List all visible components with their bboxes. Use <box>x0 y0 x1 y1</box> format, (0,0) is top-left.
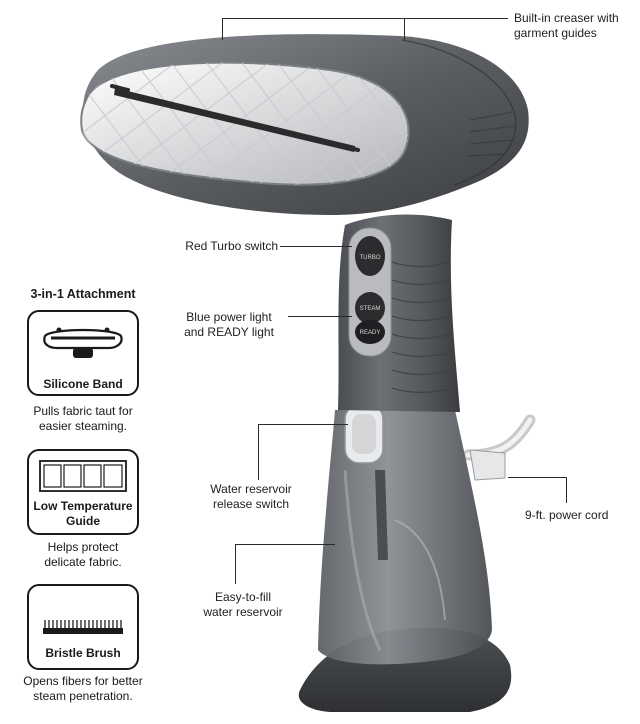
fill-reservoir-leader-v <box>235 544 236 584</box>
turbo-button-label: TURBO <box>360 255 381 261</box>
silicone-band-icon <box>43 327 123 358</box>
silicone-band-name-line1: Silicone Band <box>43 377 123 391</box>
creaser-leader-vertical <box>222 18 223 40</box>
bristle-brush-desc-line1: Opens fibers for better <box>23 674 143 688</box>
turbo-leader <box>280 246 352 247</box>
attachment-low-temperature-guide: Low Temperature Guide <box>27 449 139 535</box>
attachments-title: 3-in-1 Attachment <box>30 287 136 301</box>
callout-turbo: Red Turbo switch <box>172 239 278 254</box>
silicone-band-desc-line2: easier steaming. <box>38 419 128 433</box>
callout-power-light-line1: Blue power light <box>186 310 272 324</box>
low-temperature-guide-desc-line1: Helps protect <box>47 540 119 554</box>
callout-power-light-line2: and READY light <box>184 325 274 339</box>
steamer-head <box>80 34 529 215</box>
callout-creaser-line1: Built-in creaser with <box>514 11 619 25</box>
low-temperature-guide-name-line1: Low Temperature <box>33 499 133 513</box>
silicone-band-name: Silicone Band <box>29 377 137 392</box>
power-cord-leader-v <box>566 477 567 503</box>
reservoir-release-leader-h <box>258 424 348 425</box>
power-cord <box>462 414 536 481</box>
callout-power-light: Blue power light and READY light <box>176 310 282 340</box>
turbo-button <box>355 236 385 276</box>
low-temperature-guide-desc-line2: delicate fabric. <box>44 555 122 569</box>
fill-reservoir-leader-h <box>235 544 335 545</box>
bristle-brush-desc: Opens fibers for better steam penetratio… <box>12 674 154 704</box>
water-reservoir <box>318 410 492 665</box>
bristle-brush-name-line1: Bristle Brush <box>45 646 121 660</box>
power-light-leader <box>288 316 352 317</box>
callout-reservoir-release-line1: Water reservoir <box>210 482 292 496</box>
callout-power-cord: 9-ft. power cord <box>525 508 630 523</box>
steam-button <box>355 292 385 324</box>
creaser-leader-drop <box>404 18 405 40</box>
reservoir-release-leader-v <box>258 424 259 480</box>
callout-fill-reservoir-line2: water reservoir <box>203 605 283 619</box>
callout-power-cord-line1: 9-ft. power cord <box>525 508 609 522</box>
ready-light <box>355 320 385 344</box>
steam-button-label: STEAM <box>360 306 381 312</box>
silicone-band-desc: Pulls fabric taut for easier steaming. <box>12 404 154 434</box>
callout-creaser: Built-in creaser with garment guides <box>514 11 636 41</box>
callout-creaser-line2: garment guides <box>514 26 597 40</box>
power-cord-leader-h <box>508 477 566 478</box>
callout-fill-reservoir-line1: Easy-to-fill <box>214 590 271 604</box>
bristle-brush-icon <box>43 620 123 634</box>
ready-light-label: READY <box>360 330 381 336</box>
low-temperature-guide-icon <box>39 460 127 492</box>
callout-reservoir-release-line2: release switch <box>212 497 290 511</box>
callout-reservoir-release: Water reservoir release switch <box>196 482 306 512</box>
attachment-silicone-band: Silicone Band <box>27 310 139 396</box>
creaser-slot <box>114 88 355 152</box>
reservoir-release-switch <box>344 404 384 464</box>
creaser-leader-horizontal <box>222 18 508 19</box>
low-temperature-guide-name-line2: Guide <box>65 514 100 528</box>
silicone-band-desc-line1: Pulls fabric taut for <box>33 404 133 418</box>
callout-turbo-line1: Red Turbo switch <box>185 239 278 253</box>
low-temperature-guide-desc: Helps protect delicate fabric. <box>12 540 154 570</box>
callout-fill-reservoir: Easy-to-fill water reservoir <box>188 590 298 620</box>
bristle-brush-name: Bristle Brush <box>29 646 137 661</box>
low-temperature-guide-name: Low Temperature Guide <box>29 499 137 529</box>
bristle-brush-desc-line2: steam penetration. <box>33 689 133 703</box>
attachment-bristle-brush: Bristle Brush <box>27 584 139 670</box>
